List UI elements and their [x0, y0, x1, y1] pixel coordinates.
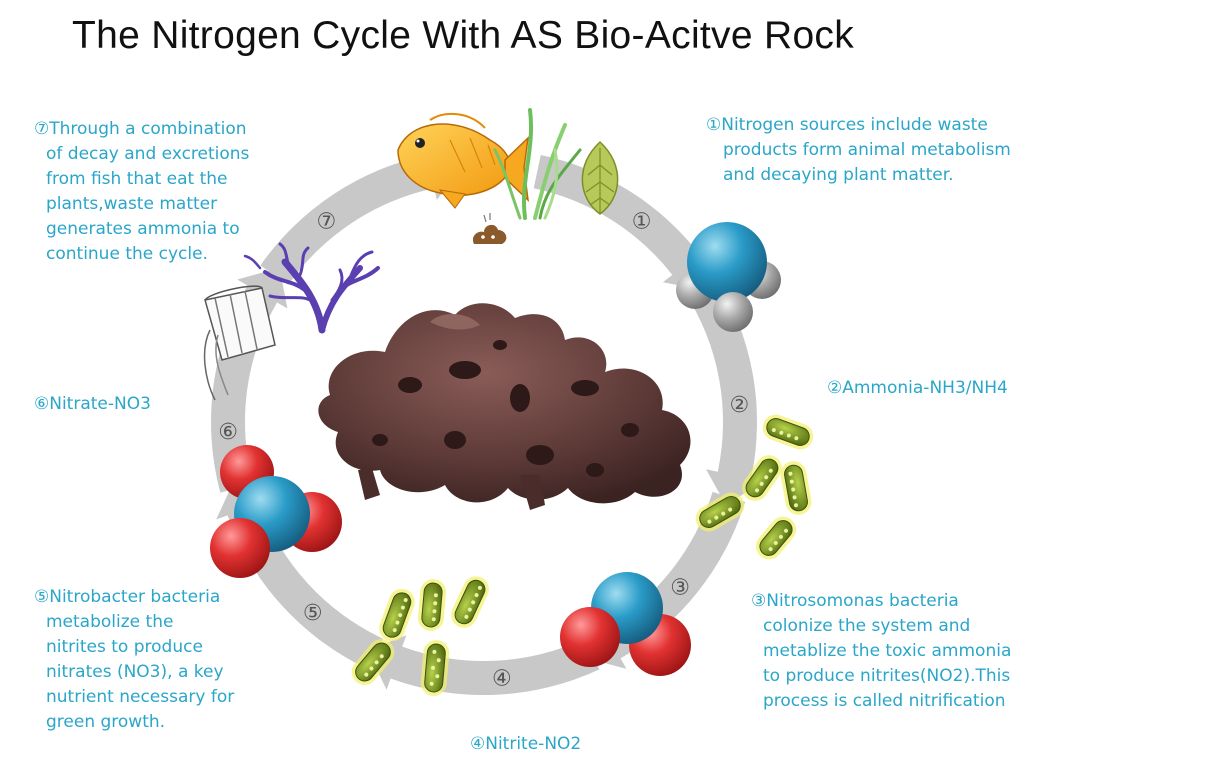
step-5-line: nitrites to produce — [46, 637, 203, 657]
step-5-line: ⑤Nitrobacter bacteria — [34, 587, 221, 607]
fish-icon — [397, 112, 530, 209]
step-3-line: process is called nitrification — [763, 691, 1006, 711]
step-3-line: metablize the toxic ammonia — [763, 641, 1012, 661]
step-1-line: products form animal metabolism — [723, 140, 1011, 160]
step-numbers: ① ② ③ ④ ⑤ ⑥ ⑦ — [218, 209, 749, 691]
bacterium — [762, 414, 814, 450]
bacteria-icon — [695, 414, 814, 560]
step-7-line: ⑦Through a combination — [34, 119, 247, 139]
step-7-line: continue the cycle. — [46, 244, 208, 264]
step-number-label: ⑦ — [317, 209, 337, 234]
step-5-line: nitrates (NO3), a key — [46, 662, 224, 682]
step-number-label: ① — [632, 209, 652, 234]
nitrate-molecule-icon — [210, 445, 342, 578]
coral-icon — [243, 242, 380, 334]
step-2-line: ②Ammonia-NH3/NH4 — [827, 378, 1008, 398]
bacterium — [742, 455, 782, 501]
step-5-line: green growth. — [46, 712, 166, 732]
step-number-label: ⑥ — [218, 420, 238, 445]
step-1-text: ①Nitrogen sources include waste products… — [706, 113, 1011, 188]
bacterium — [420, 640, 450, 696]
waste-icon — [472, 213, 507, 244]
rock-image — [318, 303, 691, 510]
bacterium — [451, 576, 489, 628]
bacterium — [417, 579, 447, 631]
bacteria-icon — [351, 576, 489, 696]
step-3-line: ③Nitrosomonas bacteria — [751, 591, 959, 611]
step-number-label: ③ — [670, 576, 690, 601]
seaweed-icon — [493, 108, 582, 220]
ammonia-molecule-icon — [676, 222, 781, 332]
step-5-line: nutrient necessary for — [46, 687, 235, 707]
step-7-line: generates ammonia to — [46, 219, 240, 239]
step-4-line: ④Nitrite-NO2 — [470, 734, 582, 754]
bacterium — [780, 461, 812, 515]
bacterium — [695, 492, 745, 532]
step-7-text: ⑦Through a combination of decay and excr… — [34, 117, 249, 267]
step-3-line: to produce nitrites(NO2).This — [763, 666, 1011, 686]
ring-arrow-segment — [533, 154, 709, 291]
step-1-line: ①Nitrogen sources include waste — [706, 115, 988, 135]
nitrite-molecule-icon — [560, 572, 691, 676]
step-6-line: ⑥Nitrate-NO3 — [34, 394, 151, 414]
step-2-text: ②Ammonia-NH3/NH4 — [827, 376, 1008, 401]
step-5-text: ⑤Nitrobacter bacteria metabolize the nit… — [34, 585, 234, 735]
bucket-icon — [203, 285, 276, 401]
step-number-label: ⑤ — [303, 601, 323, 626]
step-1-line: and decaying plant matter. — [723, 165, 954, 185]
step-7-line: of decay and excretions — [46, 144, 250, 164]
step-4-text: ④Nitrite-NO2 — [470, 732, 581, 757]
step-number-label: ② — [730, 393, 750, 418]
step-5-line: metabolize the — [46, 612, 174, 632]
bacterium — [379, 588, 415, 642]
bacterium — [755, 516, 797, 560]
step-6-text: ⑥Nitrate-NO3 — [34, 392, 151, 417]
ring-arrow-segment — [684, 273, 763, 506]
step-7-line: from fish that eat the — [46, 169, 228, 189]
leaf-icon — [581, 140, 619, 215]
step-7-line: plants,waste matter — [46, 194, 218, 214]
step-3-text: ③Nitrosomonas bacteria colonize the syst… — [751, 589, 1011, 714]
step-number-label: ④ — [492, 666, 512, 691]
step-3-line: colonize the system and — [763, 616, 971, 636]
page-title: The Nitrogen Cycle With AS Bio-Acitve Ro… — [72, 14, 855, 57]
bacterium — [351, 639, 395, 685]
